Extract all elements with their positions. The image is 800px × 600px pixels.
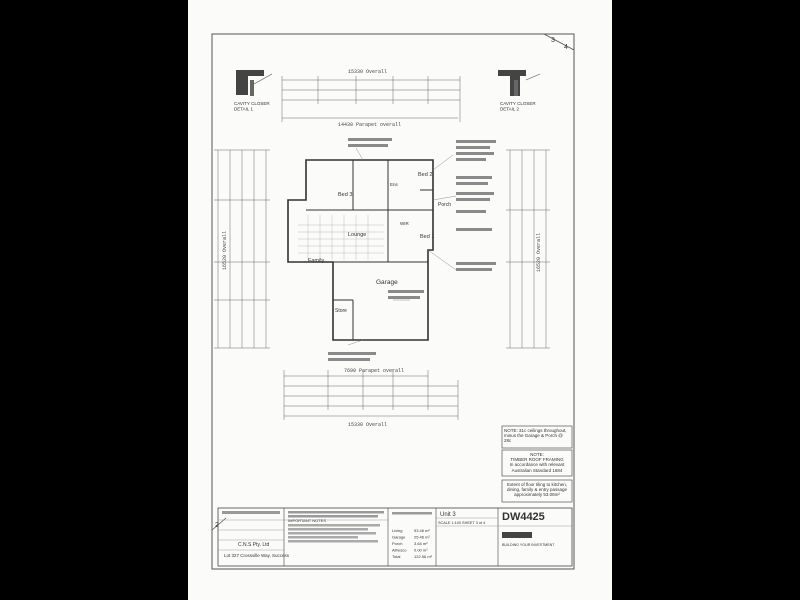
- room-porch: Porch: [438, 202, 451, 208]
- room-bed1: Bed 1: [420, 234, 434, 240]
- parapet-top-label: 14430 Parapet overall: [338, 122, 401, 128]
- floor-tiling-note-box: [501, 479, 573, 503]
- room-bed2: Bed 2: [418, 172, 432, 178]
- floor-plan: [287, 159, 434, 341]
- room-garage: Garage: [376, 279, 398, 286]
- area-label: Living: [392, 528, 402, 533]
- area-value: 93.46 m²: [414, 528, 430, 533]
- floor-tiling-note: Extent of floor tiling to kitchen, dinin…: [506, 482, 568, 498]
- area-value: 122.56 m²: [414, 554, 433, 559]
- annotation-text: [328, 138, 496, 361]
- area-schedule: Living 93.46 m² Garage 25.46 m² Porch 3.64 m²…: [392, 528, 433, 559]
- page-total: 4: [564, 44, 568, 51]
- roof-framing-note: NOTE: TIMBER ROOF FRAMING In accordance …: [509, 452, 565, 473]
- tiled-area-hatch: [298, 215, 384, 260]
- roof-framing-note-box: [501, 449, 573, 477]
- top-dimensions: [281, 76, 461, 122]
- area-label: Alfresco: [392, 548, 407, 553]
- parapet-bottom-label: 7690 Parapet overall: [344, 368, 404, 374]
- room-wir: WIR: [400, 221, 409, 226]
- annotation-leaders: [347, 147, 457, 346]
- left-dimensions: [214, 149, 270, 349]
- area-label: Total: [392, 554, 401, 559]
- area-label: Porch: [392, 541, 402, 546]
- overall-left-label: 16520 Overall: [222, 231, 228, 270]
- right-dimensions: [506, 149, 550, 349]
- drawing-number: DW4425: [502, 511, 545, 523]
- drawing-border: [211, 33, 575, 570]
- area-value: 0.00 m²: [414, 548, 428, 553]
- important-notes-heading: IMPORTANT NOTES: [288, 518, 326, 523]
- overall-top-label: 15330 Overall: [348, 69, 387, 75]
- ceiling-note-box: [501, 425, 573, 449]
- room-ens: Ens: [390, 182, 399, 187]
- title-block: [217, 507, 573, 567]
- ceiling-note: NOTE: 31c ceilings throughout, minus the…: [504, 428, 567, 444]
- builder-slogan: BUILDING YOUR INVESTMENT: [502, 543, 555, 547]
- page-index: 3: [551, 37, 555, 44]
- corner-number: 2: [215, 522, 219, 529]
- overall-bottom-label: 15330 Overall: [348, 422, 387, 428]
- room-lounge: Lounge: [348, 232, 366, 238]
- area-label: Garage: [392, 535, 406, 540]
- builder-logo: [502, 532, 532, 538]
- area-value: 25.46 m²: [414, 535, 430, 540]
- client-name: C.N.S Pty. Ltd: [238, 542, 270, 548]
- scale-sheet: SCALE 1:100 SHEET 3 of 4: [438, 521, 485, 525]
- site-address: Lot 327 Crossville Way, Success: [224, 553, 290, 558]
- room-store: Store: [335, 308, 347, 314]
- bottom-dimensions: [283, 370, 459, 420]
- room-bed3: Bed 3: [338, 192, 352, 198]
- unit-label: Unit 3: [440, 512, 456, 518]
- area-value: 3.64 m²: [414, 541, 428, 546]
- room-family: Family: [308, 258, 324, 264]
- overall-right-label: 16520 Overall: [536, 233, 542, 272]
